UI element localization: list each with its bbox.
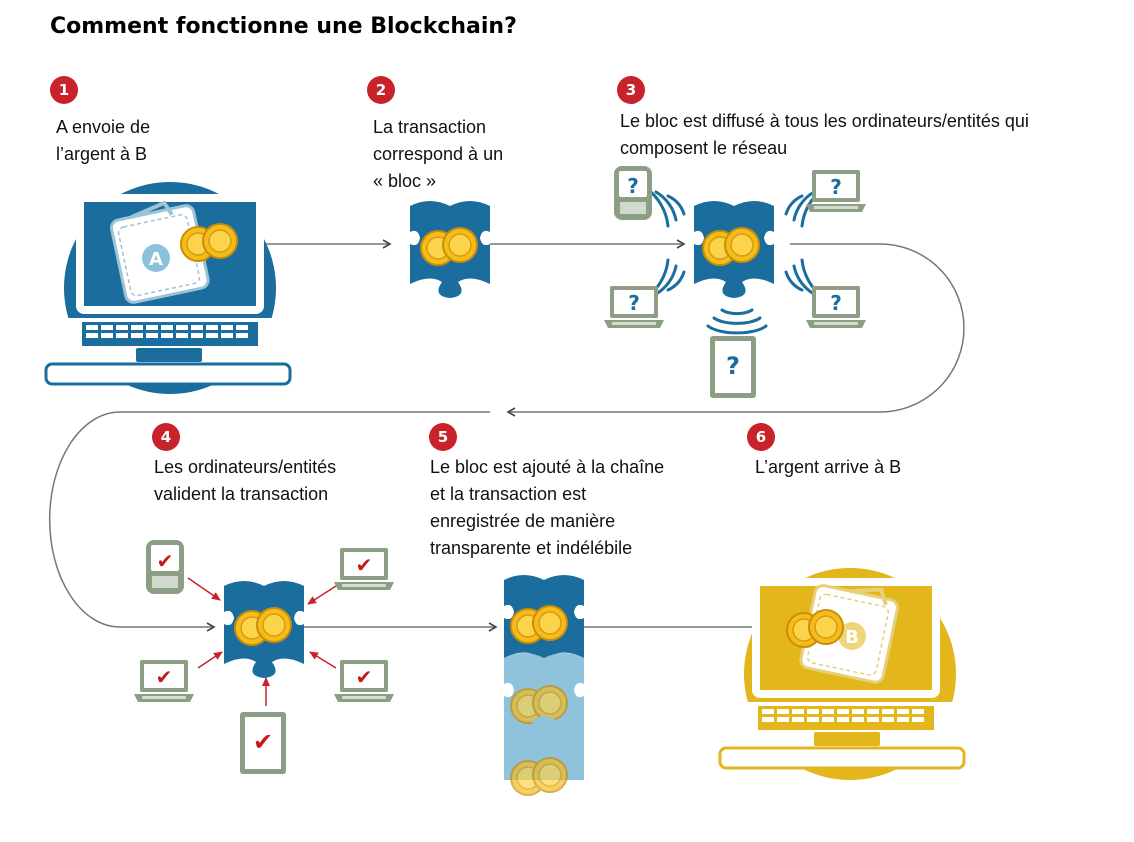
node-laptop-validated-bottom-right: ✔: [334, 660, 394, 702]
step-6-text: L’argent arrive à B: [755, 454, 901, 481]
step-2-badge: 2: [367, 76, 395, 104]
question-mark-icon: ?: [830, 291, 842, 315]
wallet-a-label: A: [149, 249, 163, 270]
step-2-text: La transaction correspond à un « bloc »: [373, 114, 503, 195]
step-4-badge: 4: [152, 423, 180, 451]
step-2-line: correspond à un: [373, 144, 504, 164]
laptop-a-icon: A: [44, 182, 292, 394]
step-5-badge: 5: [429, 423, 457, 451]
question-mark-icon: ?: [628, 291, 640, 315]
node-phone-unknown: ?: [614, 166, 652, 220]
checkmark-icon: ✔: [156, 665, 173, 689]
step-2-number: 2: [376, 81, 386, 99]
node-laptop-unknown-top-right: ?: [806, 170, 866, 212]
step-2-line: « bloc »: [373, 171, 437, 191]
broadcast-block-icon: [644, 186, 826, 335]
step-3-number: 3: [626, 81, 636, 99]
step-5-line: transparente et indélébile: [430, 538, 633, 558]
step-1-badge: 1: [50, 76, 78, 104]
node-laptop-unknown-bottom-right: ?: [806, 286, 866, 328]
step-1-line: l’argent à B: [56, 144, 148, 164]
validated-block-icon: [224, 581, 304, 678]
question-mark-icon: ?: [830, 175, 842, 199]
node-tablet-validated: ✔: [240, 712, 286, 774]
step-4-line: valident la transaction: [154, 484, 329, 504]
step-3-line: composent le réseau: [620, 138, 788, 158]
question-mark-icon: ?: [726, 352, 740, 380]
node-phone-validated: ✔: [146, 540, 184, 594]
step-5-text: Le bloc est ajouté à la chaîne et la tra…: [430, 454, 664, 562]
node-laptop-validated-bottom-left: ✔: [134, 660, 194, 702]
step-3-badge: 3: [617, 76, 645, 104]
arrow-3-loop-back: [506, 243, 965, 417]
step-5-line: Le bloc est ajouté à la chaîne: [430, 457, 665, 477]
step-1-text: A envoie de l’argent à B: [56, 114, 150, 168]
step-1-line: A envoie de: [56, 117, 151, 137]
laptop-b-icon: B: [718, 568, 966, 780]
step-4-number: 4: [161, 428, 171, 446]
node-tablet-unknown: ?: [710, 336, 756, 398]
step-5-line: enregistrée de manière: [430, 511, 616, 531]
step-6-badge: 6: [747, 423, 775, 451]
checkmark-icon: ✔: [253, 728, 273, 756]
step-6-line: L’argent arrive à B: [755, 457, 902, 477]
step-3-text: Le bloc est diffusé à tous les ordinateu…: [620, 108, 1029, 162]
page-title: Comment fonctionne une Blockchain?: [50, 14, 517, 39]
arrow-loop-to-4: [48, 411, 490, 632]
node-laptop-validated-top-right: ✔: [334, 548, 394, 590]
blockchain-chain-icon: [504, 575, 584, 796]
step-6-number: 6: [756, 428, 766, 446]
checkmark-icon: ✔: [157, 549, 174, 573]
signal-waves: [644, 186, 826, 335]
step-5-line: et la transaction est: [430, 484, 587, 504]
checkmark-icon: ✔: [356, 665, 373, 689]
step-4-line: Les ordinateurs/entités: [154, 457, 337, 477]
question-mark-icon: ?: [627, 174, 639, 198]
node-laptop-unknown-bottom-left: ?: [604, 286, 664, 328]
checkmark-icon: ✔: [356, 553, 373, 577]
validation-arrows: [187, 577, 337, 706]
step-4-text: Les ordinateurs/entités valident la tran…: [154, 454, 336, 508]
step-2-line: La transaction: [373, 117, 487, 137]
step-3-line: Le bloc est diffusé à tous les ordinateu…: [620, 111, 1029, 131]
block-icon: [410, 201, 490, 298]
step-5-number: 5: [438, 428, 448, 446]
step-1-number: 1: [59, 81, 69, 99]
wallet-b-label: B: [845, 627, 859, 648]
